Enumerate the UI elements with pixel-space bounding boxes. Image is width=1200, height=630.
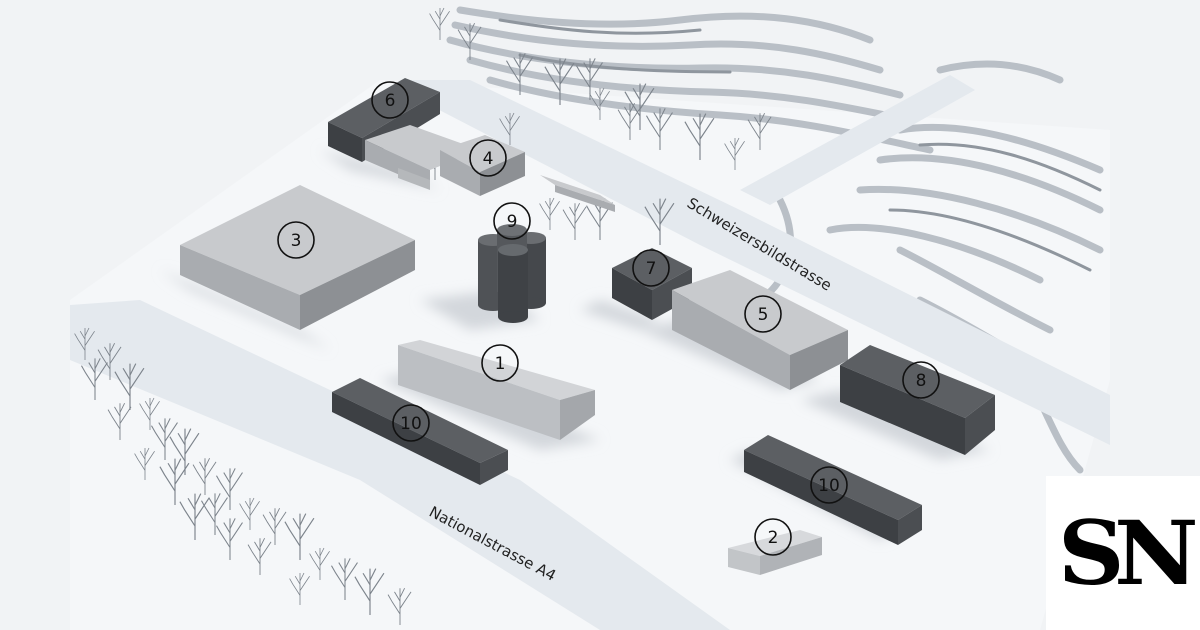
tree <box>169 428 200 475</box>
tree <box>97 342 122 380</box>
marker-9[interactable]: 9 <box>493 202 531 240</box>
svg-text:7: 7 <box>646 259 657 279</box>
marker-2[interactable]: 2 <box>754 518 792 556</box>
marker-6[interactable]: 6 <box>371 81 409 119</box>
tree <box>747 112 772 150</box>
building-2 <box>728 530 822 575</box>
tree <box>134 447 155 480</box>
tree <box>114 363 145 410</box>
tree <box>192 457 217 495</box>
building-10-right <box>744 435 922 545</box>
tree <box>309 547 330 580</box>
tree <box>216 468 243 510</box>
tree <box>354 568 385 615</box>
tree-cluster <box>74 7 772 625</box>
tree <box>289 572 310 605</box>
svg-text:1: 1 <box>495 354 506 374</box>
tree <box>724 137 745 170</box>
svg-text:6: 6 <box>385 91 396 111</box>
marker-7[interactable]: 7 <box>632 249 670 287</box>
tree <box>429 7 450 40</box>
building-3 <box>180 185 415 330</box>
tree <box>499 112 520 145</box>
tree <box>544 58 575 105</box>
tree <box>81 358 108 400</box>
logo-text: SN <box>1057 501 1199 605</box>
building-10-left <box>332 378 508 485</box>
tree <box>562 202 587 240</box>
tree <box>617 102 642 140</box>
svg-text:10: 10 <box>400 414 422 434</box>
tree <box>589 87 610 120</box>
building-8 <box>840 345 995 455</box>
upper-access-road <box>740 75 975 205</box>
tree <box>387 587 412 625</box>
marker-8[interactable]: 8 <box>902 361 940 399</box>
marker-10-left[interactable]: 10 <box>392 404 430 442</box>
building-1 <box>398 340 595 440</box>
nationalstrasse-road <box>70 300 730 630</box>
svg-text:5: 5 <box>758 305 769 325</box>
tree <box>646 108 673 150</box>
building-5 <box>672 270 848 390</box>
marker-1[interactable]: 1 <box>481 344 519 382</box>
tree <box>139 397 160 430</box>
tree <box>457 22 482 60</box>
tree <box>262 507 287 545</box>
sheds <box>540 175 615 212</box>
tree <box>331 558 358 600</box>
tree <box>179 493 210 540</box>
building-9-silos <box>478 224 546 323</box>
tree <box>624 83 655 130</box>
marker-5[interactable]: 5 <box>744 295 782 333</box>
marker-10-right[interactable]: 10 <box>810 466 848 504</box>
marker-4[interactable]: 4 <box>469 139 507 177</box>
tree <box>644 198 675 245</box>
tree <box>247 537 272 575</box>
marker-3[interactable]: 3 <box>277 221 315 259</box>
building-4 <box>365 125 525 196</box>
tree <box>107 402 132 440</box>
tree <box>159 458 190 505</box>
tree <box>576 58 603 100</box>
tree <box>684 113 715 160</box>
tree <box>539 197 560 230</box>
tree <box>151 418 178 460</box>
svg-text:4: 4 <box>483 149 494 169</box>
svg-text:8: 8 <box>916 371 927 391</box>
sn-logo: SN <box>1046 476 1200 630</box>
tree <box>216 518 243 560</box>
tree <box>74 327 95 360</box>
schweizersbildstrasse-road <box>400 80 1110 445</box>
tree <box>201 493 228 535</box>
svg-text:9: 9 <box>507 212 518 232</box>
svg-text:2: 2 <box>768 528 779 548</box>
tree <box>506 53 533 95</box>
tree <box>239 497 260 530</box>
svg-text:10: 10 <box>818 476 840 496</box>
tree <box>284 513 315 560</box>
svg-text:3: 3 <box>291 231 302 251</box>
